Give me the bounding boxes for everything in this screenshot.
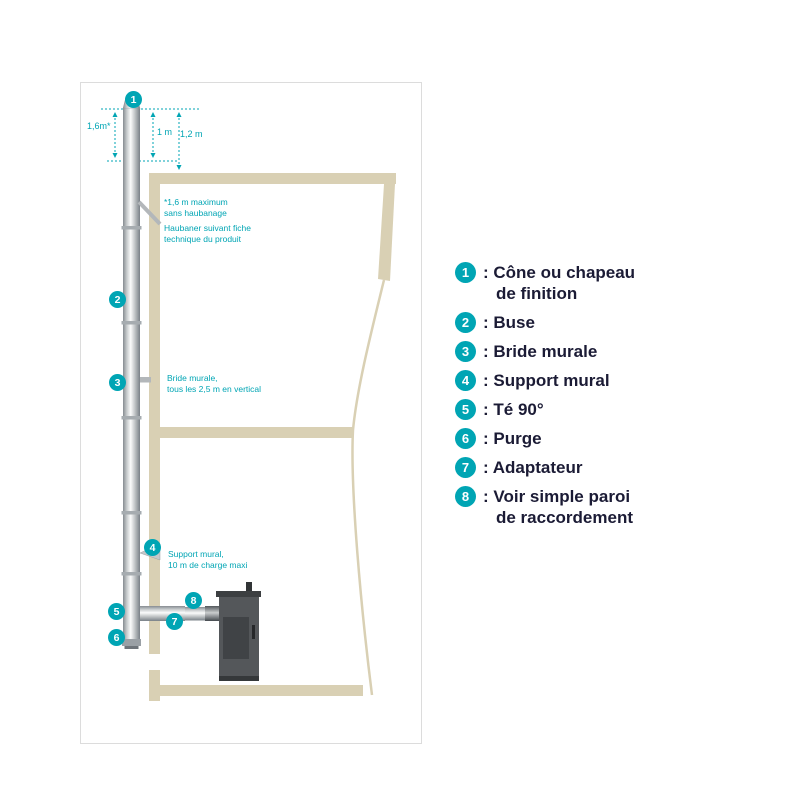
legend-label: : Buse <box>483 312 535 333</box>
legend-item-simple-paroi: 8 : Voir simple paroi de raccordement <box>455 486 635 528</box>
marker-4: 4 <box>144 539 161 556</box>
marker-3: 3 <box>109 374 126 391</box>
legend-line: : Buse <box>483 313 535 332</box>
legend-badge-1: 1 <box>455 262 476 283</box>
legend-badge-6: 6 <box>455 428 476 449</box>
legend-line: : Té 90° <box>483 400 544 419</box>
legend-badge-7: 7 <box>455 457 476 478</box>
house-outline <box>148 173 396 701</box>
marker-7: 7 <box>166 613 183 630</box>
legend-line: de raccordement <box>496 508 633 527</box>
purge-cap <box>122 639 141 646</box>
stove-top-plate <box>216 591 261 597</box>
legend-item-support-mural: 4 : Support mural <box>455 370 635 391</box>
legend-item-bride-murale: 3 : Bride murale <box>455 341 635 362</box>
stove-door <box>223 617 249 659</box>
legend-badge-3: 3 <box>455 341 476 362</box>
note-line: *1,6 m maximum <box>164 197 228 207</box>
pipe-joint <box>121 511 142 515</box>
stove-base <box>219 676 259 681</box>
pipe-joint <box>121 416 142 420</box>
note-wall-bracket: Bride murale, tous les 2,5 m en vertical <box>167 373 261 395</box>
legend-label: : Té 90° <box>483 399 544 420</box>
single-wall-connector <box>205 606 219 621</box>
pipe-joint <box>121 321 142 325</box>
pipe-joint <box>121 572 142 576</box>
stove-handle <box>252 625 255 639</box>
legend-badge-8: 8 <box>455 486 476 507</box>
note-line: tous les 2,5 m en vertical <box>167 384 262 395</box>
legend-label: : Purge <box>483 428 542 449</box>
note-line: sans haubanage <box>164 208 227 219</box>
adapter <box>185 607 205 621</box>
legend-item-adaptateur: 7 : Adaptateur <box>455 457 635 478</box>
legend: 1 : Cône ou chapeau de finition 2 : Buse… <box>455 262 635 536</box>
legend-badge-2: 2 <box>455 312 476 333</box>
installation-diagram: 1 2 3 4 5 6 7 8 1,6m* 1 m 1,2 m *1,6 m m… <box>80 82 422 744</box>
note-wall-support: Support mural, 10 m de charge maxi <box>168 549 247 571</box>
wall-bracket <box>140 377 151 383</box>
legend-line: : Voir simple paroi <box>483 487 631 506</box>
marker-6: 6 <box>108 629 125 646</box>
legend-label: : Support mural <box>483 370 610 391</box>
note-line: technique du produit <box>164 234 242 245</box>
marker-1: 1 <box>125 91 142 108</box>
torn-edge-curve <box>351 279 386 696</box>
legend-line: : Adaptateur <box>483 458 583 477</box>
diagram-graphics <box>101 96 396 701</box>
dimension-lines <box>101 108 199 168</box>
dim-label-1-6m: 1,6m* <box>87 121 111 131</box>
note-line: 10 m de charge maxi <box>168 560 248 571</box>
note-line: Haubaner suivant fiche <box>164 223 251 233</box>
note-guying: Haubaner suivant fiche technique du prod… <box>164 223 251 245</box>
legend-line: : Support mural <box>483 371 610 390</box>
dimension-arrowheads <box>112 112 182 170</box>
legend-label: : Bride murale <box>483 341 597 362</box>
legend-item-cone: 1 : Cône ou chapeau de finition <box>455 262 635 304</box>
legend-line: : Purge <box>483 429 542 448</box>
legend-item-purge: 6 : Purge <box>455 428 635 449</box>
legend-line: : Cône ou chapeau <box>483 263 636 282</box>
legend-label: : Voir simple paroi de raccordement <box>483 486 633 528</box>
vertical-flue <box>123 109 140 639</box>
dim-label-1-2m: 1,2 m <box>180 129 203 139</box>
note-line: Bride murale, <box>167 373 218 383</box>
legend-badge-4: 4 <box>455 370 476 391</box>
legend-item-buse: 2 : Buse <box>455 312 635 333</box>
legend-label: : Cône ou chapeau de finition <box>483 262 635 304</box>
guy-brace <box>137 200 162 226</box>
wall-gap <box>148 654 161 670</box>
stove <box>216 582 261 681</box>
legend-line: : Bride murale <box>483 342 598 361</box>
marker-2: 2 <box>109 291 126 308</box>
note-max-height: *1,6 m maximum sans haubanage <box>164 197 228 219</box>
marker-8: 8 <box>185 592 202 609</box>
stove-top-stub <box>246 582 252 593</box>
note-line: Support mural, <box>168 549 224 559</box>
dim-label-1m: 1 m <box>157 127 173 137</box>
legend-item-te-90: 5 : Té 90° <box>455 399 635 420</box>
legend-line: de finition <box>496 284 578 303</box>
marker-5: 5 <box>108 603 125 620</box>
legend-badge-5: 5 <box>455 399 476 420</box>
legend-label: : Adaptateur <box>483 457 583 478</box>
purge-cap-bottom <box>124 646 139 649</box>
pipe-joint <box>121 226 142 230</box>
